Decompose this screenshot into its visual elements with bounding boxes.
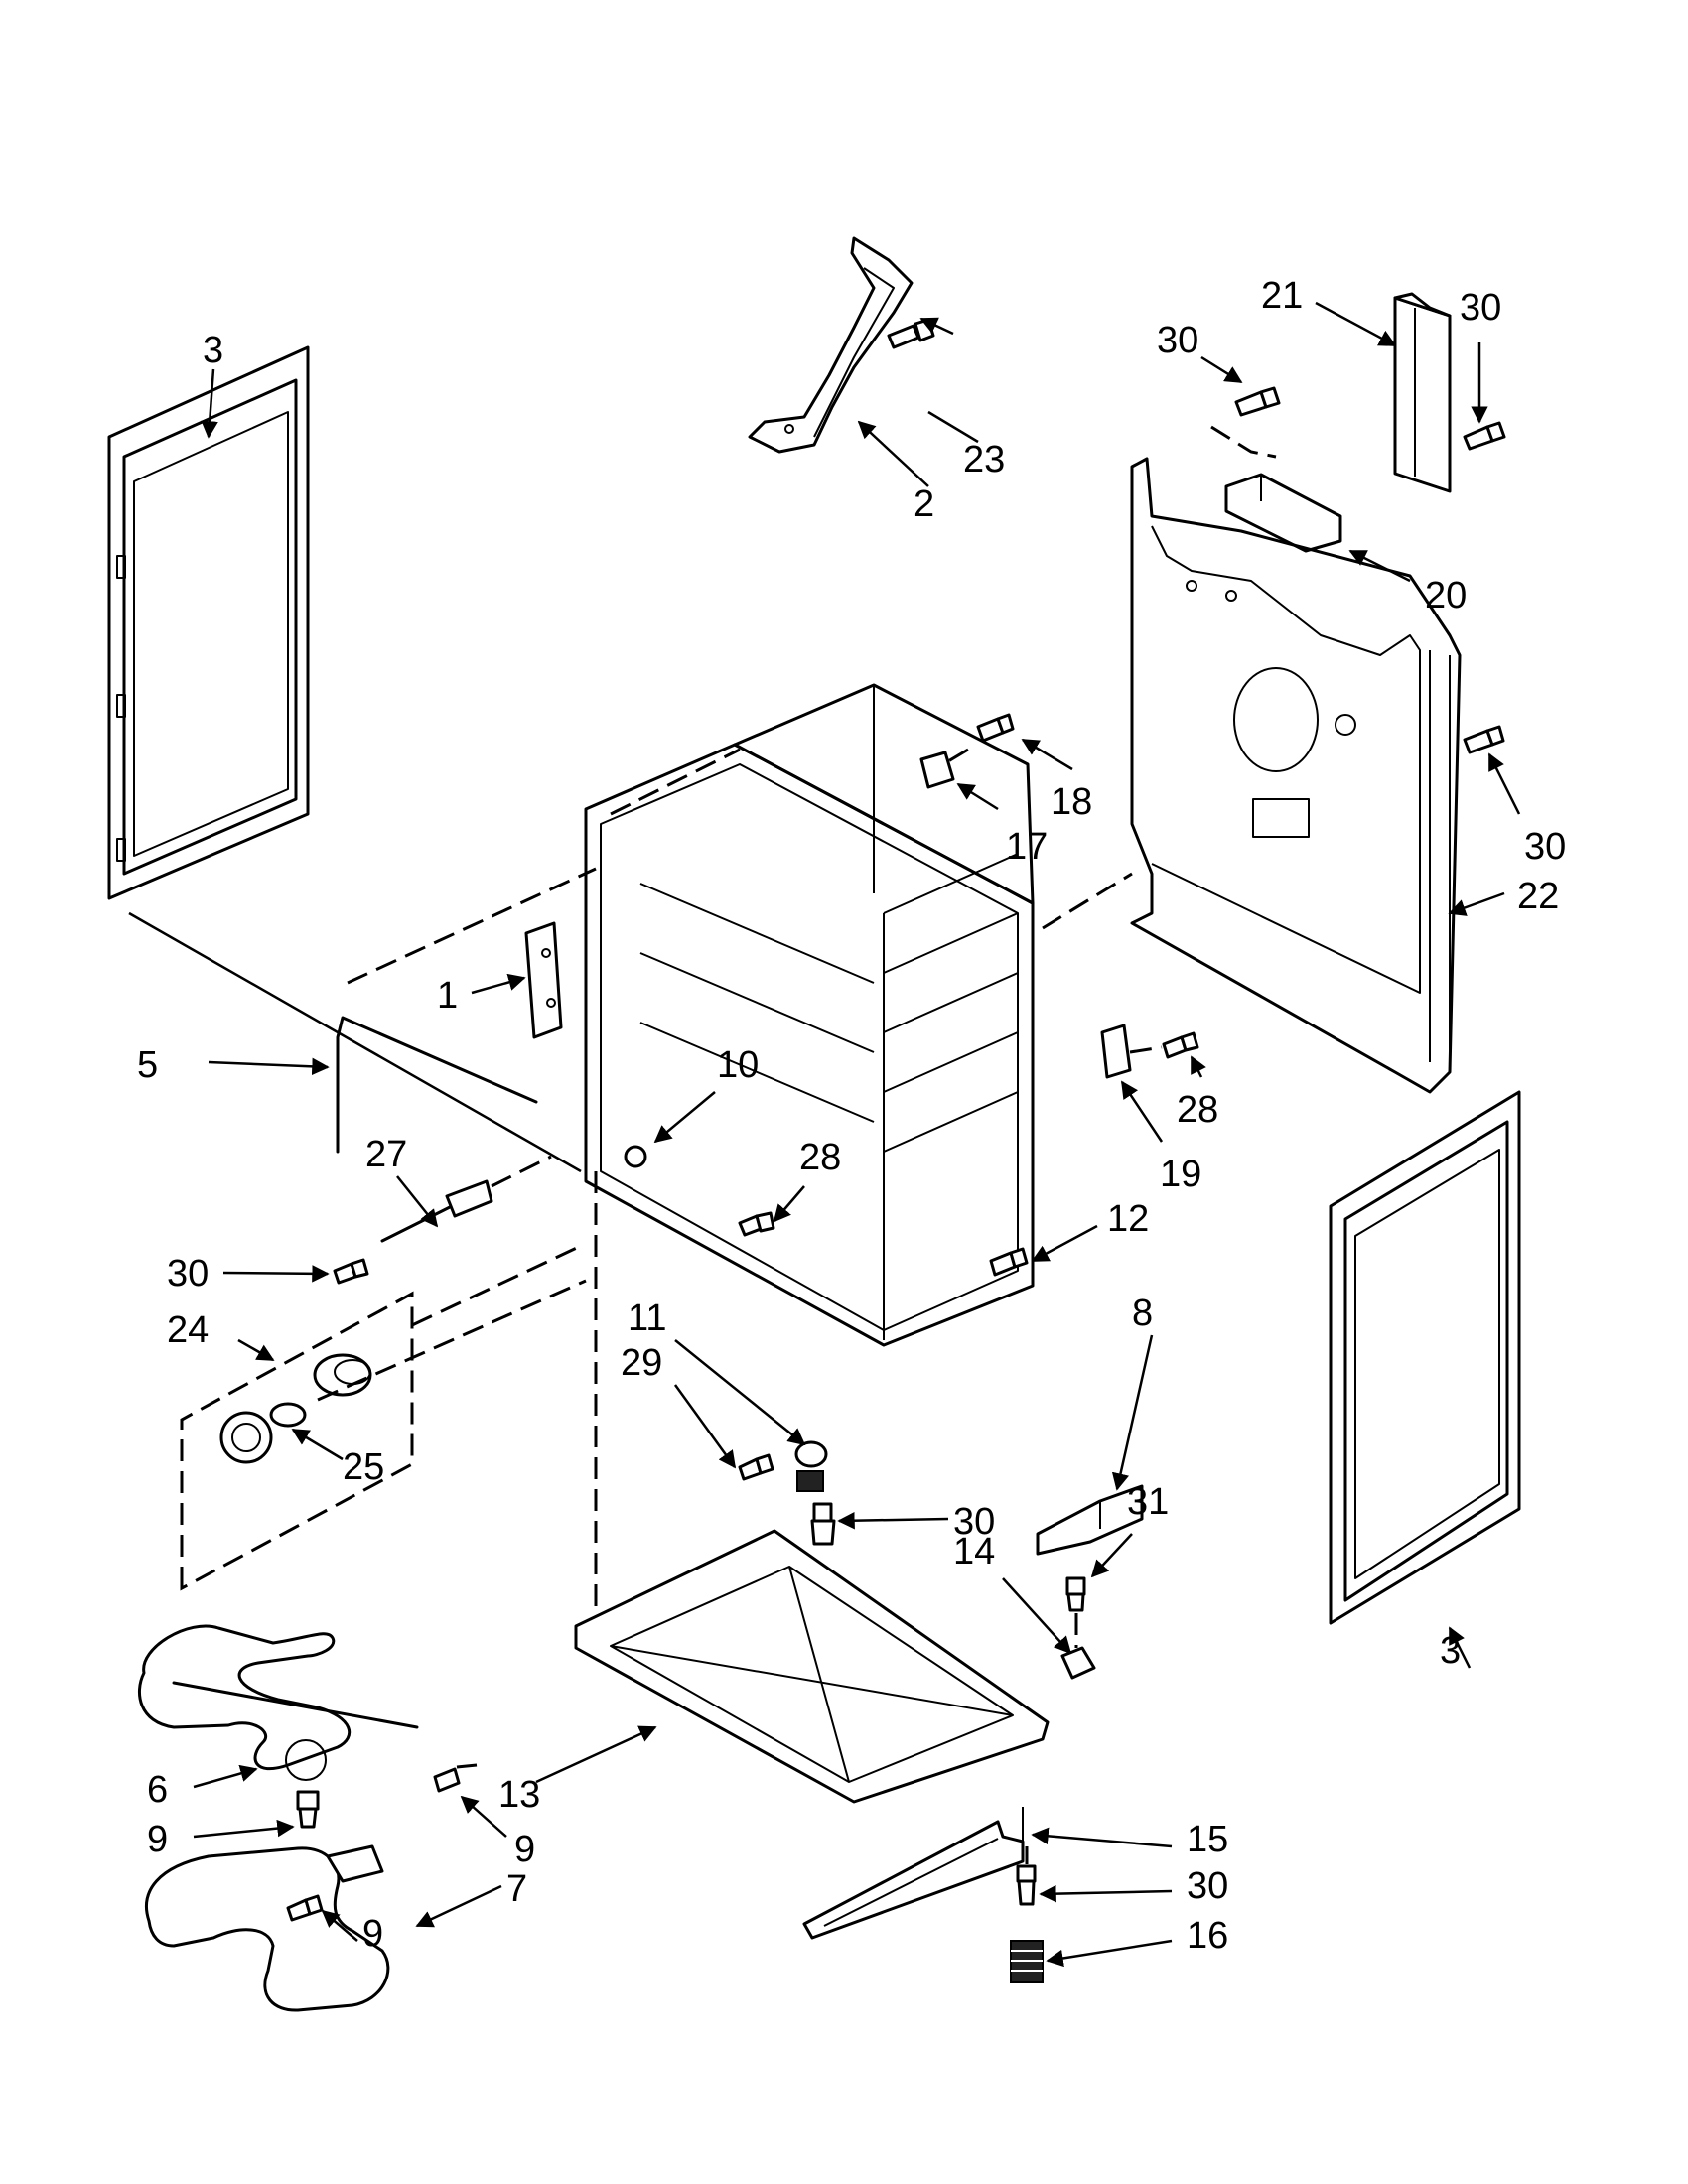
screw-9-b [433, 1767, 461, 1793]
light-socket-25 [313, 1353, 372, 1397]
callout-label: 30 [1524, 826, 1566, 868]
callout-label: 23 [963, 439, 1005, 480]
screw-30-e [810, 1502, 836, 1546]
callout-label: 6 [147, 1769, 168, 1811]
callout-label: 7 [506, 1868, 527, 1910]
callout-label: 28 [799, 1137, 841, 1178]
callout-label: 31 [1127, 1481, 1169, 1523]
callout-label: 21 [1261, 275, 1303, 317]
screw-31 [1065, 1576, 1086, 1612]
screw-30-a [1234, 386, 1281, 417]
leveler-11 [794, 1440, 828, 1492]
callout-label: 18 [1051, 781, 1092, 823]
callout-label: 13 [498, 1774, 540, 1816]
screw-28-b [1162, 1031, 1199, 1059]
callout-label: 20 [1425, 575, 1467, 616]
bake-element-7 [145, 1844, 390, 2012]
screw-29 [738, 1453, 774, 1481]
callout-label: 30 [1460, 287, 1501, 329]
vent-bracket [748, 236, 914, 454]
rear-panel [1130, 457, 1462, 1094]
screw-23 [887, 318, 935, 349]
bracket-17 [919, 751, 955, 789]
bracket-1 [524, 921, 563, 1039]
sensor-27 [380, 1179, 493, 1243]
callout-label: 22 [1517, 876, 1559, 917]
callout-label: 30 [167, 1253, 209, 1295]
screw-30-b [1463, 421, 1506, 451]
bracket-19 [1100, 1024, 1132, 1079]
callout-label: 30 [953, 1501, 995, 1543]
callout-label: 9 [362, 1913, 383, 1955]
screw-30-f [1016, 1864, 1037, 1906]
screw-9-a [296, 1790, 320, 1829]
callout-label: 8 [1132, 1293, 1153, 1334]
callout-label: 25 [343, 1446, 384, 1488]
callout-label: 24 [167, 1309, 209, 1351]
light-bulb-24 [219, 1402, 307, 1464]
callout-label: 1 [437, 975, 458, 1017]
callout-label: 5 [137, 1044, 158, 1086]
callout-label: 16 [1187, 1915, 1228, 1957]
screw-30-d [333, 1258, 369, 1285]
callout-label: 29 [621, 1342, 662, 1384]
leg-bracket-15 [802, 1807, 1025, 1940]
leveling-leg-16 [1010, 1940, 1044, 1983]
callout-label: 11 [628, 1297, 666, 1339]
callout-label: 14 [953, 1531, 995, 1572]
bracket-20 [1224, 473, 1342, 553]
callout-label: 9 [147, 1819, 168, 1860]
clip-14 [1060, 1646, 1096, 1680]
screw-18 [976, 713, 1015, 743]
leader-lines [193, 301, 1521, 1968]
callout-label: 9 [514, 1829, 535, 1870]
callout-label: 15 [1187, 1819, 1228, 1860]
screw-9-c [286, 1894, 324, 1922]
callout-label: 3 [203, 330, 223, 371]
callout-label: 28 [1177, 1089, 1218, 1131]
screw-30-c [1463, 725, 1505, 754]
callout-label: 10 [717, 1044, 759, 1086]
bracket-8 [1036, 1484, 1144, 1556]
callout-label: 30 [1157, 320, 1198, 361]
callout-label: 27 [365, 1134, 407, 1175]
broil-element-6 [137, 1624, 419, 1781]
callout-label: 12 [1107, 1198, 1149, 1240]
clip-10 [624, 1145, 647, 1168]
bottom-pan [574, 1529, 1050, 1804]
callout-label: 3 [1440, 1630, 1461, 1672]
callout-label: 17 [1006, 826, 1048, 868]
callout-labels: 3 2 23 21 30 30 20 1 5 27 10 28 18 17 30… [137, 275, 1566, 1957]
side-panel-left [107, 345, 310, 900]
callout-label: 2 [914, 483, 934, 525]
rear-bracket-21 [1393, 292, 1452, 493]
screw-12 [989, 1247, 1029, 1277]
screw-28-a [738, 1211, 775, 1237]
callout-label: 30 [1187, 1865, 1228, 1907]
side-panel-right [1329, 1090, 1521, 1625]
gasket-strip-5 [336, 1016, 538, 1154]
oven-cavity [584, 683, 1035, 1347]
callout-label: 19 [1160, 1154, 1201, 1195]
